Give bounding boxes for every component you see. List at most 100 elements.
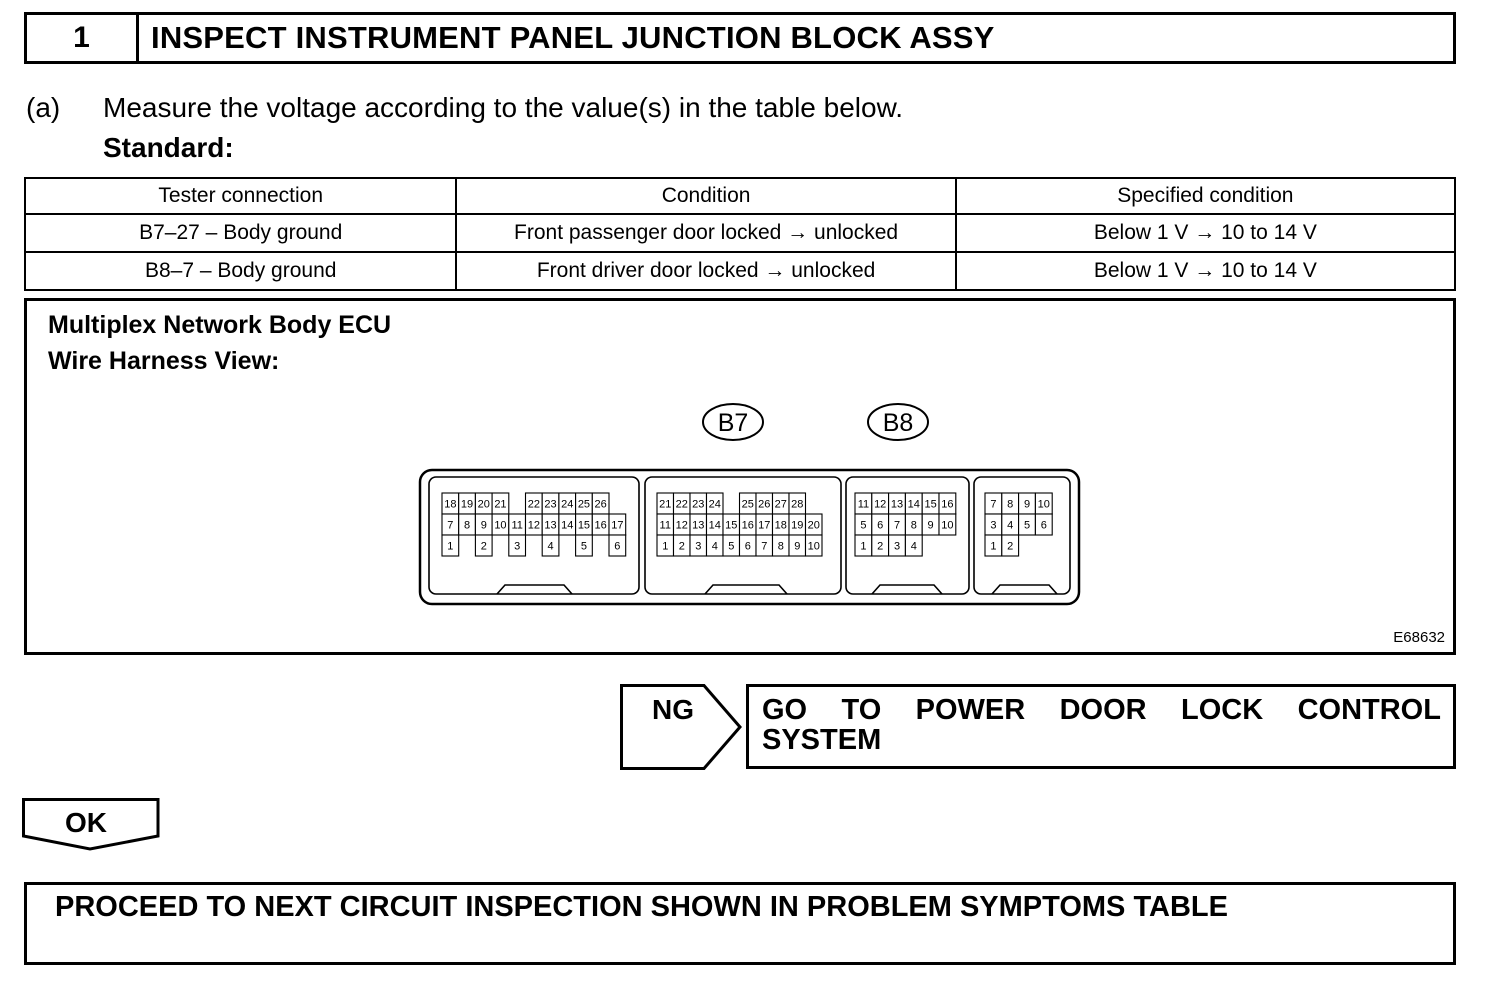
pin-number: 26: [595, 498, 607, 510]
table-cell: Front passenger door locked → unlocked: [455, 213, 957, 253]
pin-number: 19: [461, 498, 473, 510]
pin-number: 8: [464, 519, 470, 531]
pin-number: 13: [544, 519, 556, 531]
connector-pin-cell: [541, 534, 560, 557]
pin-number: 8: [1007, 498, 1013, 510]
pin-number: 11: [511, 519, 522, 531]
table-header-row: Tester connection Condition Specified co…: [23, 177, 1457, 215]
pin-number: 3: [894, 540, 900, 552]
pin-number: 3: [695, 540, 701, 552]
connector-pin-cell: [608, 534, 627, 557]
pin-number: 20: [478, 498, 490, 510]
pin-number: 16: [595, 519, 607, 531]
ok-label: OK: [65, 807, 107, 838]
table-cell: Front driver door locked → unlocked: [455, 251, 957, 291]
pin-number: 17: [758, 519, 770, 531]
pin-number: 25: [578, 498, 590, 510]
standard-label: Standard:: [103, 132, 234, 163]
table-cell: B7–27 – Body ground: [23, 213, 458, 253]
table-cell: Below 1 V → 10 to 14 V: [954, 251, 1457, 291]
pin-number: 7: [990, 498, 996, 510]
pin-number: 28: [791, 498, 803, 510]
pin-number: 22: [676, 498, 688, 510]
pin-number: 21: [494, 498, 506, 510]
table-header-cell: Condition: [455, 177, 957, 215]
pin-number: 2: [481, 540, 487, 552]
pin-number: 19: [791, 519, 803, 531]
connector-pin-cell: [474, 534, 493, 557]
pin-number: 4: [1007, 519, 1013, 531]
connector-latch: [991, 584, 1058, 595]
pin-number: 14: [561, 519, 573, 531]
connector-latch: [871, 584, 943, 595]
pin-number: 10: [941, 519, 953, 531]
pin-number: 9: [928, 519, 934, 531]
figure-code: E68632: [1393, 629, 1445, 646]
pin-number: 20: [808, 519, 820, 531]
pin-number: 12: [676, 519, 688, 531]
pin-number: 21: [659, 498, 671, 510]
connector-pin-cell: [1034, 513, 1053, 536]
table-row: B8–7 – Body ground Front driver door loc…: [23, 251, 1457, 291]
pin-number: 2: [877, 540, 883, 552]
connector-pin-cell: [508, 534, 527, 557]
pin-number: 10: [1038, 498, 1050, 510]
pin-number: 14: [908, 498, 920, 510]
pin-number: 7: [447, 519, 453, 531]
pin-number: 12: [528, 519, 540, 531]
connector-label: B7: [718, 409, 749, 437]
pin-number: 27: [775, 498, 787, 510]
ng-arrow-icon: [620, 684, 742, 770]
pin-number: 23: [692, 498, 704, 510]
pin-number: 1: [662, 540, 668, 552]
pin-number: 26: [758, 498, 770, 510]
pin-number: 17: [611, 519, 623, 531]
pin-number: 1: [447, 540, 453, 552]
ng-action-box: GO TO POWER DOOR LOCK CONTROL SYSTEM: [746, 684, 1456, 769]
pin-number: 9: [794, 540, 800, 552]
pin-number: 13: [692, 519, 704, 531]
connector-label-oval: [867, 403, 929, 441]
ng-action-word: DOOR: [1059, 694, 1147, 726]
pin-number: 15: [924, 498, 936, 510]
connector-latch: [496, 584, 573, 595]
pin-number: 1: [860, 540, 866, 552]
pin-number: 5: [728, 540, 734, 552]
pin-number: 16: [742, 519, 754, 531]
connector-pin-cell: [575, 534, 593, 557]
pin-number: 7: [894, 519, 900, 531]
pin-number: 13: [891, 498, 903, 510]
ng-action-line2: SYSTEM: [762, 724, 882, 756]
connector-diagram: Multiplex Network Body ECU Wire Harness …: [24, 298, 1456, 655]
pin-number: 10: [494, 519, 506, 531]
pin-number: 6: [614, 540, 620, 552]
pin-number: 24: [561, 498, 573, 510]
ng-action-word: CONTROL: [1297, 694, 1441, 726]
ng-action-word: LOCK: [1181, 694, 1264, 726]
pin-number: 22: [528, 498, 540, 510]
instruction-marker: (a): [26, 92, 61, 123]
pin-number: 8: [778, 540, 784, 552]
table-cell: Below 1 V → 10 to 14 V: [954, 213, 1457, 253]
pin-number: 9: [481, 519, 487, 531]
pin-number: 8: [911, 519, 917, 531]
next-step-box: PROCEED TO NEXT CIRCUIT INSPECTION SHOWN…: [24, 882, 1456, 965]
ng-label: NG: [652, 694, 694, 725]
pin-number: 2: [1007, 540, 1013, 552]
connector-pin-cell: [1001, 534, 1020, 557]
pin-number: 14: [709, 519, 721, 531]
pin-number: 3: [990, 519, 996, 531]
pin-number: 6: [1041, 519, 1047, 531]
pin-number: 1: [990, 540, 996, 552]
ok-arrow-icon: [22, 798, 160, 851]
pin-number: 9: [1024, 498, 1030, 510]
table-row: B7–27 – Body ground Front passenger door…: [23, 213, 1457, 253]
pin-number: 16: [941, 498, 953, 510]
connector-pin-cell: [441, 534, 460, 557]
pin-number: 25: [742, 498, 754, 510]
pin-number: 6: [745, 540, 751, 552]
connector-pin-cell: [904, 534, 923, 557]
table-cell: B8–7 – Body ground: [23, 251, 458, 291]
pin-number: 4: [547, 540, 553, 552]
